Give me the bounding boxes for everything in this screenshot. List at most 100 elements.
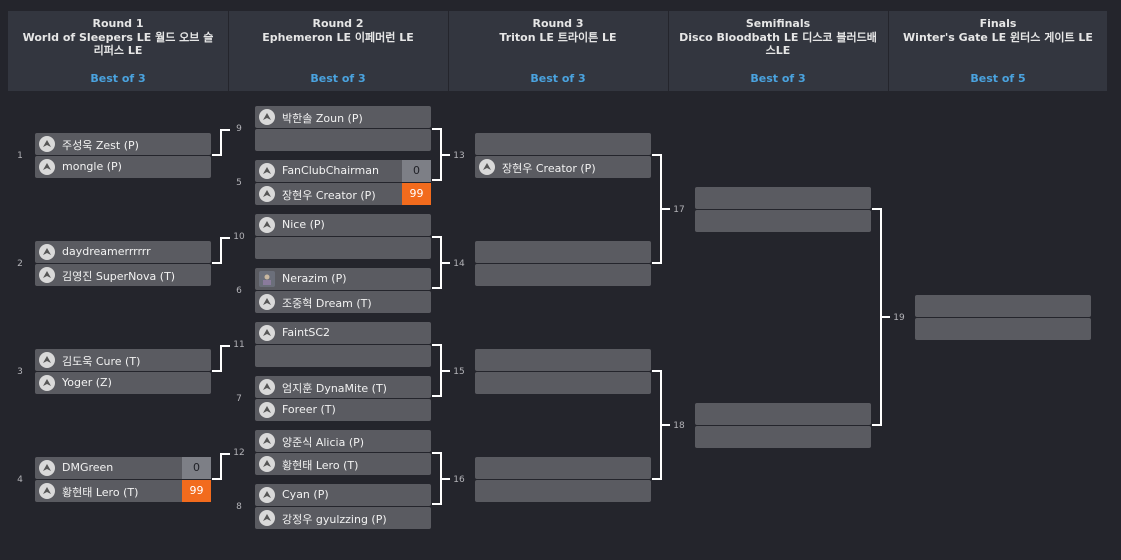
- player-slot-empty[interactable]: [695, 403, 871, 425]
- round-map: Triton LE 트라이튼 LE: [499, 31, 617, 44]
- player-slot-empty[interactable]: [255, 237, 431, 259]
- round-map: Disco Bloodbath LE 디스코 블러드배스LE: [679, 31, 877, 57]
- round-header-3: Round 3 Triton LE 트라이튼 LE Best of 3: [448, 11, 668, 91]
- match-number: 9: [236, 124, 242, 134]
- round-format: Best of 3: [750, 72, 806, 85]
- round-header-semifinals: Semifinals Disco Bloodbath LE 디스코 블러드배스L…: [668, 11, 888, 91]
- match-16[interactable]: [475, 457, 651, 503]
- match-number: 15: [453, 367, 465, 377]
- player-slot[interactable]: 양준식 Alicia (P): [255, 430, 431, 452]
- race-icon: [259, 510, 275, 526]
- race-icon: [479, 159, 495, 175]
- player-name: 강정우 gyulzzing (P): [282, 513, 387, 526]
- match-7[interactable]: 엄지훈 DynaMite (T) Foreer (T): [255, 376, 431, 422]
- match-18[interactable]: [695, 403, 871, 449]
- player-slot-empty[interactable]: [475, 264, 651, 286]
- player-slot-empty[interactable]: [475, 349, 651, 371]
- player-slot[interactable]: DMGreen 0: [35, 457, 211, 479]
- race-icon: [259, 433, 275, 449]
- match-number: 1: [17, 151, 23, 161]
- player-name: daydreamerrrrrr: [62, 245, 151, 258]
- match-number: 5: [236, 178, 242, 188]
- player-slot-empty[interactable]: [475, 480, 651, 502]
- player-slot[interactable]: 김도욱 Cure (T): [35, 349, 211, 371]
- player-slot[interactable]: Yoger (Z): [35, 372, 211, 394]
- match-5[interactable]: FanClubChairman 0 장현우 Creator (P) 99: [255, 160, 431, 206]
- score-badge: 99: [182, 480, 211, 502]
- player-slot-empty[interactable]: [255, 129, 431, 151]
- player-slot[interactable]: FaintSC2: [255, 322, 431, 344]
- match-14[interactable]: [475, 241, 651, 287]
- player-name: 김영진 SuperNova (T): [62, 270, 176, 283]
- player-name: FanClubChairman: [282, 164, 379, 177]
- score-badge: 0: [402, 160, 431, 182]
- player-slot[interactable]: 황현태 Lero (T) 99: [35, 480, 211, 502]
- round-header-2: Round 2 Ephemeron LE 이페머런 LE Best of 3: [228, 11, 448, 91]
- round-map: Ephemeron LE 이페머런 LE: [262, 31, 414, 44]
- player-slot[interactable]: 엄지훈 DynaMite (T): [255, 376, 431, 398]
- player-slot[interactable]: 강정우 gyulzzing (P): [255, 507, 431, 529]
- match-15[interactable]: [475, 349, 651, 395]
- player-slot[interactable]: 박한솔 Zoun (P): [255, 106, 431, 128]
- race-icon: [259, 294, 275, 310]
- player-slot[interactable]: 황현태 Lero (T): [255, 453, 431, 475]
- player-slot-empty[interactable]: [475, 457, 651, 479]
- player-slot-empty[interactable]: [915, 318, 1091, 340]
- player-slot[interactable]: mongle (P): [35, 156, 211, 178]
- match-2[interactable]: daydreamerrrrrr 김영진 SuperNova (T): [35, 241, 211, 287]
- race-icon: [259, 217, 275, 233]
- round-name: Semifinals: [745, 17, 811, 30]
- player-slot-empty[interactable]: [475, 241, 651, 263]
- match-12[interactable]: 양준식 Alicia (P) 황현태 Lero (T): [255, 430, 431, 476]
- player-slot[interactable]: Cyan (P): [255, 484, 431, 506]
- player-slot[interactable]: 조중혁 Dream (T): [255, 291, 431, 313]
- race-icon: [39, 244, 55, 260]
- player-slot[interactable]: 장현우 Creator (P): [475, 156, 651, 178]
- player-slot-empty[interactable]: [695, 187, 871, 209]
- header-divider: [888, 11, 889, 91]
- match-17[interactable]: [695, 187, 871, 233]
- race-icon: [259, 487, 275, 503]
- match-3[interactable]: 김도욱 Cure (T) Yoger (Z): [35, 349, 211, 395]
- match-number: 12: [233, 448, 245, 458]
- player-slot[interactable]: 김영진 SuperNova (T): [35, 264, 211, 286]
- player-slot-empty[interactable]: [695, 426, 871, 448]
- player-slot-empty[interactable]: [475, 133, 651, 155]
- round-name: Finals: [979, 17, 1017, 30]
- match-9[interactable]: 박한솔 Zoun (P): [255, 106, 431, 152]
- player-name: Nice (P): [282, 218, 325, 231]
- round-format: Best of 3: [90, 72, 146, 85]
- match-10[interactable]: Nice (P): [255, 214, 431, 260]
- match-4[interactable]: DMGreen 0 황현태 Lero (T) 99: [35, 457, 211, 503]
- round-header-finals: Finals Winter's Gate LE 윈터스 게이트 LE Best …: [888, 11, 1108, 91]
- player-slot[interactable]: Nerazim (P): [255, 268, 431, 290]
- player-slot-empty[interactable]: [475, 372, 651, 394]
- player-slot-empty[interactable]: [255, 345, 431, 367]
- score-badge: 99: [402, 183, 431, 205]
- match-number: 14: [453, 259, 465, 269]
- match-6[interactable]: Nerazim (P) 조중혁 Dream (T): [255, 268, 431, 314]
- round-format: Best of 3: [310, 72, 366, 85]
- match-11[interactable]: FaintSC2: [255, 322, 431, 368]
- match-1[interactable]: 주성욱 Zest (P) mongle (P): [35, 133, 211, 179]
- player-slot[interactable]: 주성욱 Zest (P): [35, 133, 211, 155]
- player-name: 황현태 Lero (T): [62, 486, 139, 499]
- match-19[interactable]: [915, 295, 1091, 341]
- player-name: 장현우 Creator (P): [282, 189, 376, 202]
- player-slot[interactable]: Nice (P): [255, 214, 431, 236]
- match-number: 17: [673, 205, 685, 215]
- race-icon: [259, 163, 275, 179]
- player-slot[interactable]: daydreamerrrrrr: [35, 241, 211, 263]
- match-number: 3: [17, 367, 23, 377]
- race-icon: [39, 460, 55, 476]
- match-8[interactable]: Cyan (P) 강정우 gyulzzing (P): [255, 484, 431, 530]
- match-13[interactable]: 장현우 Creator (P): [475, 133, 651, 179]
- round-name: Round 1: [92, 17, 144, 30]
- player-slot-empty[interactable]: [915, 295, 1091, 317]
- match-number: 18: [673, 421, 685, 431]
- player-slot[interactable]: FanClubChairman 0: [255, 160, 431, 182]
- player-slot[interactable]: 장현우 Creator (P) 99: [255, 183, 431, 205]
- player-slot[interactable]: Foreer (T): [255, 399, 431, 421]
- player-slot-empty[interactable]: [695, 210, 871, 232]
- match-number: 8: [236, 502, 242, 512]
